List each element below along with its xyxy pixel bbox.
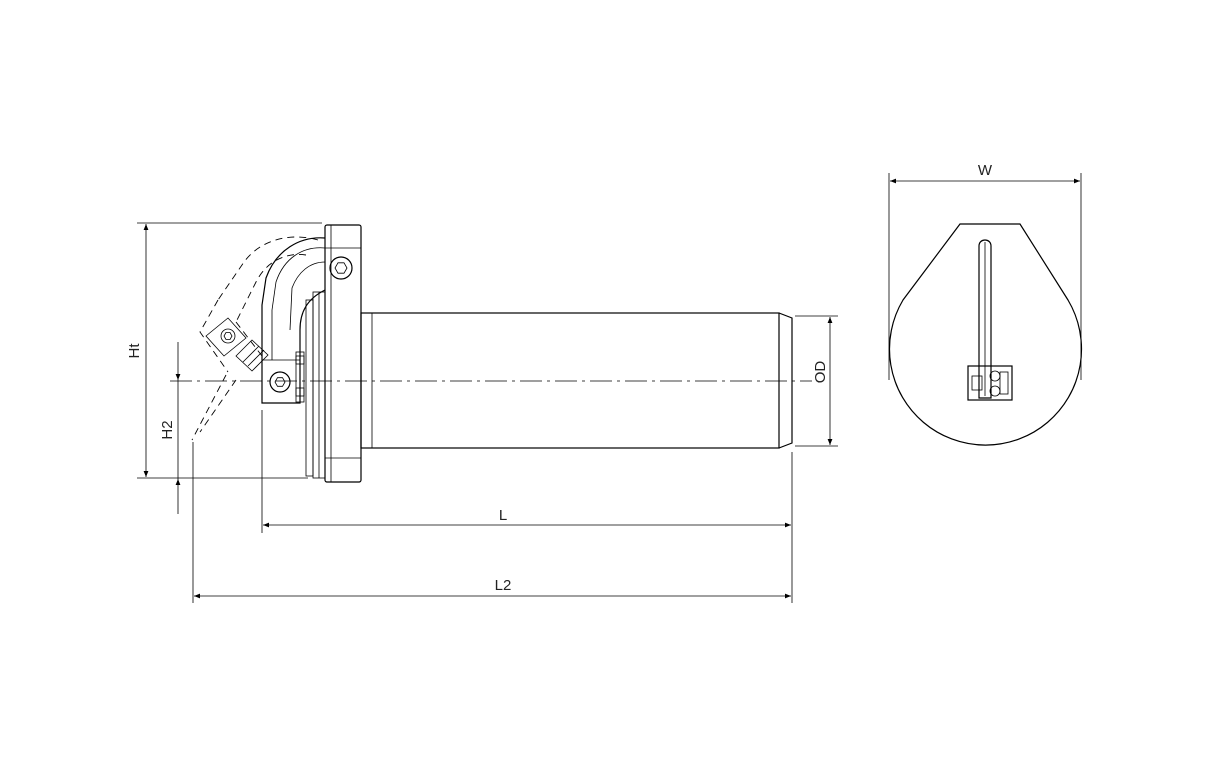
shank-body: [360, 312, 793, 449]
flange: [305, 224, 362, 483]
dimension-h2: H2: [159, 342, 181, 514]
dimension-w: W: [888, 162, 1082, 380]
dimension-w-label: W: [978, 162, 993, 179]
swivel-outline: [191, 236, 319, 441]
dimension-od-label: OD: [812, 361, 829, 384]
dimension-ht-label: Ht: [126, 343, 143, 359]
dimension-l: L: [261, 410, 793, 533]
side-view: [170, 224, 812, 483]
cutting-head: [235, 237, 326, 404]
dimension-od: OD: [795, 315, 838, 447]
dimension-l2-label: L2: [495, 577, 512, 594]
dimension-l2: L2: [192, 442, 793, 603]
dimension-h2-label: H2: [159, 420, 176, 439]
flange-screw: [329, 256, 353, 280]
front-view: [888, 223, 1083, 446]
dimension-ht: Ht: [126, 222, 322, 479]
dimension-l-label: L: [499, 507, 507, 524]
